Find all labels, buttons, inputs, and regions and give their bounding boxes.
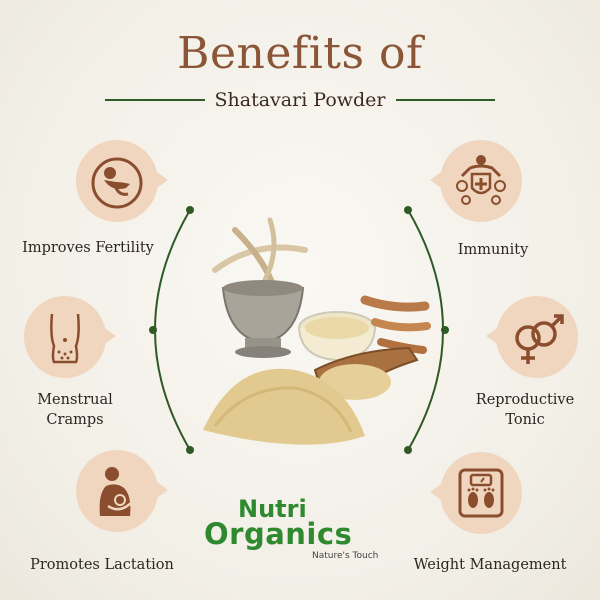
divider-right <box>395 99 496 101</box>
divider-left <box>105 99 205 101</box>
left-arc-dot-top <box>186 206 194 214</box>
right-arc-dot-bottom <box>404 446 412 454</box>
benefit-label-reproductive: Reproductive Tonic <box>475 392 575 428</box>
brand-tagline: Nature's Touch <box>312 551 379 561</box>
page-title: Benefits of <box>177 28 423 79</box>
dried-roots-pile-image <box>360 295 431 354</box>
brand-logo: Nutri Organics Nature's Touch <box>200 495 390 561</box>
brand-name-top: Nutri <box>238 495 307 523</box>
benefit-label-lactation: Promotes Lactation <box>30 557 174 573</box>
left-arc-dot-mid <box>149 326 157 334</box>
gender-symbols-icon <box>486 296 578 378</box>
right-arc-dot-top <box>404 206 412 214</box>
subtitle-row: Shatavari Powder <box>105 88 496 112</box>
mortar-bowl-image <box>221 280 305 358</box>
immunity-shield-icon <box>430 140 522 222</box>
right-arc-dot-mid <box>441 326 449 334</box>
powder-heap-image <box>203 368 365 445</box>
breastfeeding-icon <box>76 450 168 532</box>
page-subtitle: Shatavari Powder <box>214 89 386 111</box>
brand-name-main: Organics <box>204 517 353 551</box>
fertility-icon <box>76 140 168 222</box>
benefit-label-immunity: Immunity <box>457 242 529 258</box>
shatavari-product-illustration <box>203 217 431 445</box>
benefit-label-cramps: Menstrual Cramps <box>37 392 113 428</box>
shatavari-roots-image <box>212 217 308 293</box>
benefit-label-fertility: Improves Fertility <box>22 240 154 256</box>
abdomen-icon <box>24 296 116 378</box>
benefit-label-weight: Weight Management <box>413 557 567 573</box>
weighing-scale-icon <box>430 452 522 534</box>
left-arc-dot-bottom <box>186 446 194 454</box>
herbal-tea-cup-image <box>298 311 376 362</box>
